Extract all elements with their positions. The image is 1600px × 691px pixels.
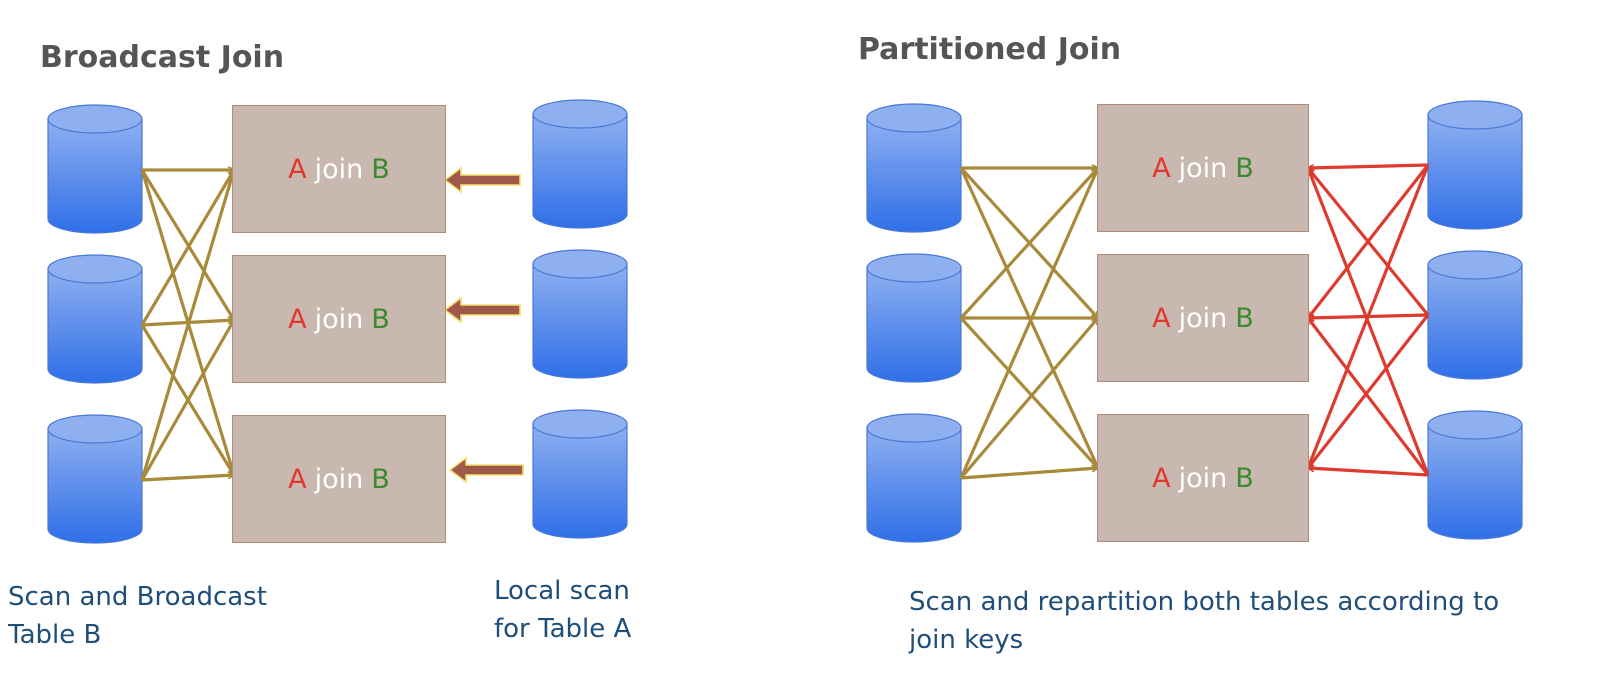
partition-right-2 <box>1427 250 1523 380</box>
source-table-b-2 <box>47 254 143 384</box>
repartition-left-arrow-3-3 <box>960 468 1098 480</box>
table-b-label: B <box>371 303 390 335</box>
join-label: join <box>314 303 364 335</box>
table-a-label: A <box>1152 152 1171 184</box>
table-b-label: B <box>1235 152 1254 184</box>
repartition-left-arrow-2-1 <box>959 168 1098 320</box>
repartition-left-arrow-3-2 <box>959 318 1098 480</box>
repartition-right-arrow-2-1 <box>1308 168 1430 317</box>
table-a-label: A <box>1152 462 1171 494</box>
source-table-b-3 <box>47 414 143 544</box>
repartition-right-arrow-3-2 <box>1308 318 1430 476</box>
local-scan-arrow-2 <box>443 296 521 324</box>
partition-right-3 <box>1427 410 1523 540</box>
partitioned-join-title: Partitioned Join <box>858 32 1122 67</box>
local-scan-arrow-1 <box>443 166 521 194</box>
table-b-label: B <box>1235 462 1254 494</box>
caption-line: for Table A <box>494 614 632 644</box>
repartition-left-arrow-3-1 <box>959 168 1100 479</box>
partition-left-3 <box>866 413 962 543</box>
broadcast-arrow-3-2 <box>140 320 236 481</box>
table-a-label: A <box>288 303 307 335</box>
join-label: join <box>314 153 364 185</box>
repartition-right-arrow-3-1 <box>1308 168 1430 476</box>
broadcast-arrow-3-1 <box>140 170 234 481</box>
partition-left-1 <box>866 103 962 233</box>
caption-line: Table B <box>8 620 102 650</box>
caption-line: Local scan <box>494 576 630 606</box>
repartition-right-arrow-1-1 <box>1308 163 1429 168</box>
join-label: join <box>1178 462 1228 494</box>
repartition-right-arrow-2-2 <box>1308 313 1429 318</box>
broadcast-arrow-2-1 <box>140 170 236 326</box>
broadcast-arrow-3-3 <box>141 475 234 482</box>
join-label: join <box>1178 152 1228 184</box>
partition-right-1 <box>1427 100 1523 230</box>
caption-line: Scan and Broadcast <box>8 582 267 612</box>
table-b-label: B <box>371 153 390 185</box>
table-a-label: A <box>288 463 307 495</box>
partitioned-caption: Scan and repartition both tables accordi… <box>909 583 1499 659</box>
repartition-right-arrow-3-3 <box>1308 468 1429 477</box>
caption-line: join keys <box>909 625 1024 655</box>
join-label: join <box>1178 302 1228 334</box>
broadcast-caption: Scan and Broadcast Table B <box>8 578 267 654</box>
caption-line: Scan and repartition both tables accordi… <box>909 587 1500 617</box>
table-b-label: B <box>1235 302 1254 334</box>
local-table-a-1 <box>532 99 628 229</box>
repartition-right-arrow-2-3 <box>1308 314 1430 468</box>
join-label: join <box>314 463 364 495</box>
local-table-a-3 <box>532 409 628 539</box>
partition-left-2 <box>866 253 962 383</box>
local-scan-arrow-3 <box>448 456 524 484</box>
table-b-label: B <box>371 463 390 495</box>
broadcast-join-title: Broadcast Join <box>40 40 285 75</box>
local-table-a-2 <box>532 249 628 379</box>
repartition-left-arrow-2-3 <box>959 316 1098 468</box>
table-a-label: A <box>1152 302 1171 334</box>
source-table-b-1 <box>47 104 143 234</box>
table-a-label: A <box>288 153 307 185</box>
local-scan-caption: Local scan for Table A <box>494 572 631 648</box>
